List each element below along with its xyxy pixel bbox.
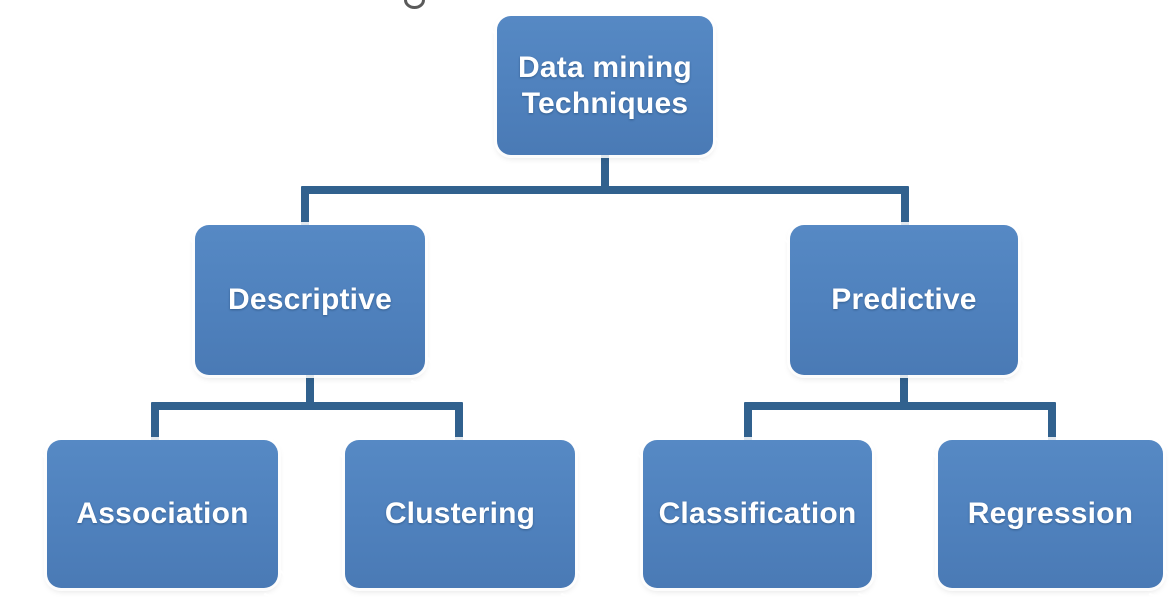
cropped-heading-glyph	[404, 0, 425, 9]
connector-to-descriptive	[301, 186, 309, 228]
connector-to-clustering	[455, 402, 463, 442]
connector-to-predictive	[901, 186, 909, 228]
connector-root-horizontal-bar	[301, 186, 909, 194]
connector-descriptive-down	[306, 372, 314, 410]
node-descriptive[interactable]: Descriptive	[195, 225, 425, 375]
connector-to-classification	[744, 402, 752, 442]
connector-descriptive-horizontal-bar	[151, 402, 463, 410]
node-classification[interactable]: Classification	[643, 440, 872, 588]
node-data-mining-techniques[interactable]: Data mining Techniques	[497, 16, 713, 155]
node-label: Descriptive	[228, 283, 392, 317]
connector-to-regression	[1048, 402, 1056, 442]
node-clustering[interactable]: Clustering	[345, 440, 575, 588]
node-label: Data mining Techniques	[518, 51, 692, 120]
node-label: Classification	[658, 497, 857, 531]
node-regression[interactable]: Regression	[938, 440, 1163, 588]
connector-predictive-horizontal-bar	[744, 402, 1056, 410]
connector-root-down	[601, 152, 609, 194]
connector-predictive-down	[900, 372, 908, 410]
node-label: Association	[76, 497, 249, 531]
connector-to-association	[151, 402, 159, 442]
node-association[interactable]: Association	[47, 440, 278, 588]
node-label: Predictive	[831, 283, 977, 317]
node-predictive[interactable]: Predictive	[790, 225, 1018, 375]
node-label: Regression	[967, 497, 1134, 531]
node-label: Clustering	[384, 497, 536, 531]
